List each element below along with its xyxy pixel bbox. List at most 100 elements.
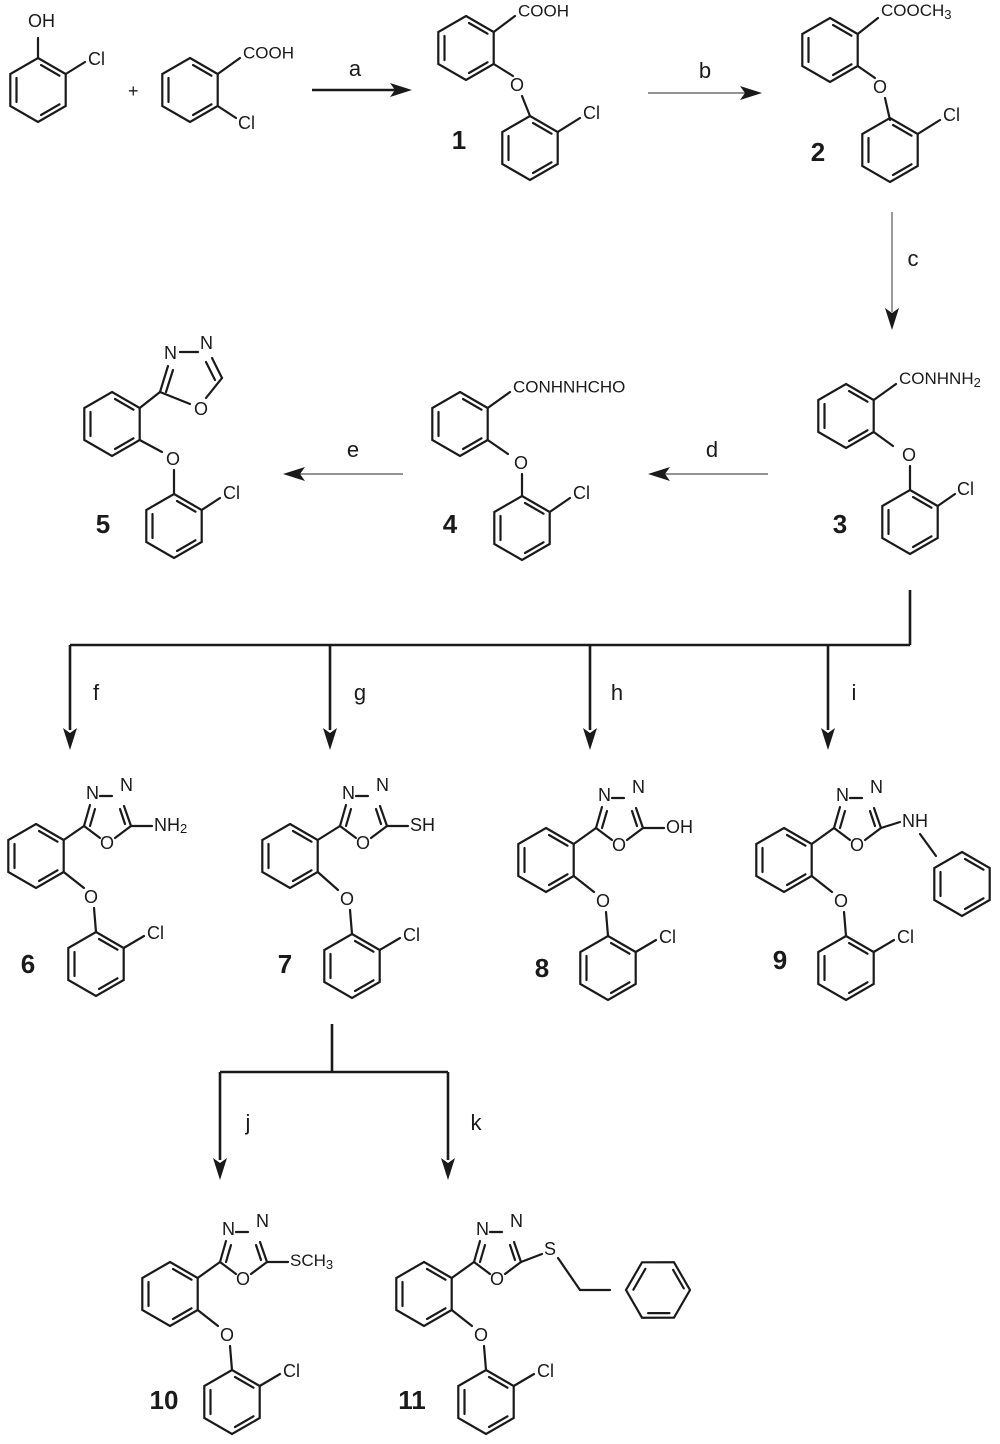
reagent-f: f (93, 680, 100, 705)
atom-cl: Cl (223, 483, 240, 503)
arrow-c: c (885, 212, 919, 330)
atom-n: N (86, 783, 99, 803)
atom-o: O (340, 889, 354, 909)
branch-lines: f g h i (63, 590, 912, 750)
atom-o: O (166, 449, 180, 469)
reagent-i: i (852, 680, 857, 705)
compound-label-11: 11 (398, 1385, 426, 1415)
atom-o: O (850, 835, 864, 855)
atom-conhnh2: CONHNH2 (899, 369, 981, 390)
atom-o: O (612, 835, 626, 855)
atom-n: N (200, 333, 213, 353)
compound-1: COOH O Cl 1 (437, 1, 600, 182)
branch-lines-7: j k (213, 1024, 483, 1180)
compound-label-5: 5 (96, 509, 110, 539)
atom-o: O (514, 453, 528, 473)
chlorobenzoic-acid: COOH Cl (161, 43, 294, 133)
atom-o: O (596, 891, 610, 911)
atom-cl: Cl (283, 1361, 300, 1381)
compound-8: N N O OH O Cl 8 (517, 777, 693, 1002)
compound-4: CONHNHCHO O Cl 4 (431, 377, 625, 562)
atom-o: O (834, 891, 848, 911)
reagent-k: k (471, 1110, 483, 1135)
atom-n: N (598, 785, 611, 805)
atom-cl: Cl (943, 105, 960, 125)
compound-10: N N O SCH3 O Cl 10 (141, 1211, 333, 1436)
compound-label-3: 3 (833, 509, 847, 539)
compound-label-4: 4 (443, 509, 458, 539)
arrow-b: b (648, 58, 762, 100)
atom-n: N (870, 777, 883, 797)
atom-sch3: SCH3 (290, 1251, 333, 1272)
atom-n: N (256, 1211, 269, 1231)
atom-n: N (342, 783, 355, 803)
compound-label-2: 2 (811, 137, 825, 167)
atom-cl: Cl (573, 483, 590, 503)
plus-sign: + (128, 81, 139, 101)
atom-n: N (376, 775, 389, 795)
atom-o: O (220, 1325, 234, 1345)
atom-o: O (510, 75, 524, 95)
atom-cl: Cl (88, 49, 105, 69)
atom-o: O (194, 399, 208, 419)
compound-2: COOCH3 O Cl 2 (801, 1, 960, 184)
reagent-e: e (347, 437, 359, 462)
atom-o: O (902, 445, 916, 465)
atom-o: O (873, 77, 887, 97)
atom-n: N (120, 775, 133, 795)
atom-cl: Cl (957, 479, 974, 499)
atom-n: N (632, 777, 645, 797)
atom-n: N (476, 1219, 489, 1239)
compound-label-7: 7 (278, 949, 292, 979)
arrow-d: d (648, 437, 768, 481)
compound-label-6: 6 (21, 949, 35, 979)
atom-o: O (490, 1269, 504, 1289)
atom-s: S (544, 1239, 556, 1259)
atom-cl: Cl (403, 925, 420, 945)
atom-oh: OH (666, 817, 693, 837)
reagent-g: g (354, 680, 366, 705)
atom-sh: SH (410, 815, 435, 835)
atom-o: O (100, 833, 114, 853)
atom-o: O (356, 833, 370, 853)
reagent-h: h (611, 680, 623, 705)
reagent-j: j (245, 1110, 251, 1135)
atom-cl: Cl (537, 1361, 554, 1381)
atom-n: N (164, 343, 177, 363)
atom-cooch3: COOCH3 (881, 1, 952, 22)
compound-5: N N O O Cl 5 (83, 333, 240, 560)
atom-nh2: NH2 (154, 815, 187, 837)
compound-3: CONHNH2 O Cl 3 (817, 369, 981, 556)
atom-cl: Cl (897, 927, 914, 947)
atom-oh: OH (28, 11, 55, 31)
chlorophenol: OH Cl (9, 11, 105, 124)
compound-label-8: 8 (535, 953, 549, 983)
reagent-c: c (908, 246, 919, 271)
atom-cl: Cl (659, 927, 676, 947)
compound-11: N N O S O Cl 11 (395, 1211, 700, 1436)
atom-cl: Cl (147, 923, 164, 943)
compound-9: N N O NH O Cl 9 (755, 777, 991, 1002)
atom-cl: Cl (583, 103, 600, 123)
reagent-d: d (706, 437, 718, 462)
atom-o: O (236, 1269, 250, 1289)
atom-cl: Cl (238, 113, 255, 133)
atom-n: N (222, 1219, 235, 1239)
arrow-a: a (312, 56, 412, 97)
reagent-a: a (349, 56, 362, 81)
compound-6: N N O NH2 O Cl 6 (7, 775, 187, 998)
atom-o: O (84, 887, 98, 907)
compound-7: N N O SH O Cl 7 (261, 775, 435, 1000)
atom-cooh: COOH (243, 43, 294, 62)
atom-conhnhcho: CONHNHCHO (513, 377, 625, 396)
compound-label-10: 10 (150, 1385, 179, 1415)
atom-n: N (510, 1211, 523, 1231)
atom-nh: NH (902, 811, 928, 831)
arrow-e: e (283, 437, 403, 481)
reagent-b: b (699, 58, 711, 83)
compound-label-1: 1 (452, 125, 466, 155)
atom-o: O (474, 1325, 488, 1345)
compound-label-9: 9 (773, 945, 787, 975)
